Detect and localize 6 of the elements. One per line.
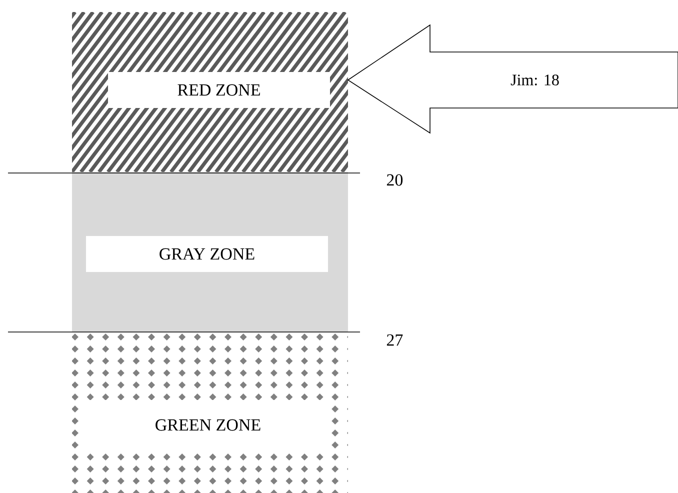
threshold-value: 27 <box>386 334 403 346</box>
zone-band: GRAY ZONE <box>72 172 348 332</box>
node-label: GREEN ZONE <box>156 419 260 431</box>
threshold-value: 20 <box>386 174 403 186</box>
zone-band: RED ZONE <box>72 12 348 172</box>
zone-band: GREEN ZONE <box>72 334 348 493</box>
